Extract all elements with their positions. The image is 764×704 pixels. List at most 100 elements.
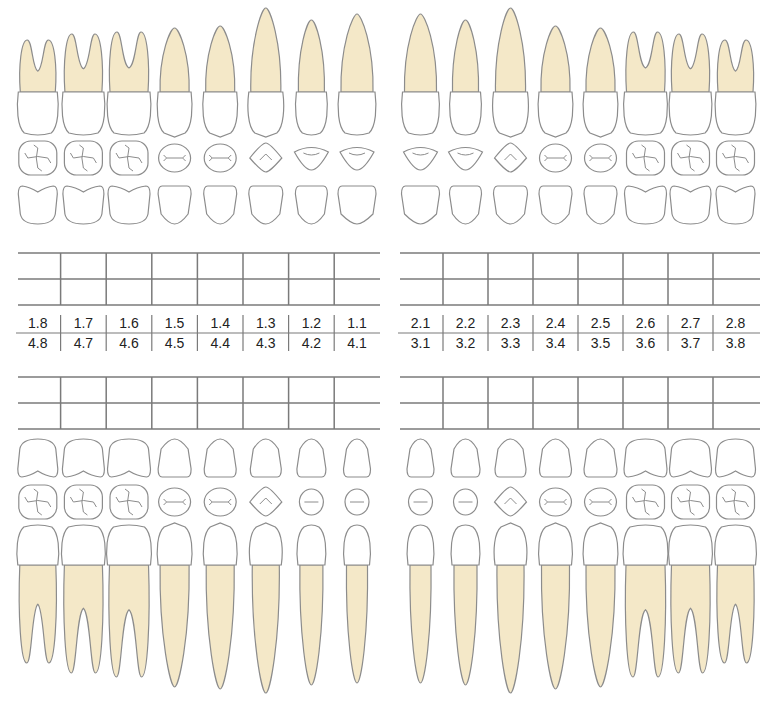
tooth-crown-view: [62, 439, 104, 477]
crown-outline: [584, 439, 617, 477]
edge-line: [350, 502, 364, 503]
crown-outline: [495, 439, 526, 477]
tooth-crown: [494, 523, 527, 565]
molar-outline: [19, 141, 57, 175]
tooth-crown: [297, 525, 326, 565]
tooth-crown-view: [158, 439, 191, 477]
tooth-occlusal-view: [204, 144, 236, 172]
tooth-root: [410, 565, 431, 683]
tooth-occlusal-view: [627, 141, 665, 175]
tooth-crown: [539, 523, 573, 565]
tooth-root: [109, 32, 148, 92]
tooth-root: [64, 34, 102, 92]
tooth-occlusal-view: [449, 148, 483, 171]
tooth-number: 4.7: [63, 335, 105, 352]
tooth-crown-view: [249, 186, 283, 224]
tooth-side-view: [203, 523, 237, 689]
tooth-side-view: [249, 523, 282, 693]
premolar-outline: [204, 144, 236, 172]
molar-outline: [64, 141, 102, 175]
tooth-crown-view: [250, 439, 281, 477]
tooth-root: [586, 28, 615, 92]
tooth-side-view: [583, 28, 618, 137]
tooth-crown-view: [716, 439, 756, 477]
tooth-number: 1.4: [199, 315, 241, 332]
tooth-crown-view: [402, 186, 440, 224]
grid-line: [105, 377, 107, 429]
incisor-outline: [449, 148, 483, 171]
tooth-root: [626, 32, 665, 92]
tooth-root: [717, 40, 753, 92]
tooth-root: [251, 8, 281, 92]
tooth-crown-view: [158, 186, 191, 224]
tooth-side-view: [338, 14, 376, 135]
crown-outline: [407, 439, 434, 477]
tooth-side-view: [623, 525, 668, 677]
tooth-root: [160, 28, 189, 92]
tooth-side-view: [344, 525, 371, 683]
crown-outline: [716, 439, 756, 477]
edge-line: [304, 502, 318, 503]
fissure: [164, 155, 186, 161]
tooth-side-view: [402, 14, 440, 135]
tooth-root: [109, 565, 149, 677]
tooth-crown: [338, 92, 376, 135]
tooth-side-view: [17, 525, 59, 663]
tooth-number: 3.5: [580, 335, 621, 352]
tooth-occlusal-view: [540, 144, 572, 172]
tooth-occlusal-view: [495, 487, 527, 516]
grid-line: [400, 402, 760, 404]
crown-outline: [716, 186, 755, 224]
fissure: [678, 489, 704, 515]
crown-outline: [204, 439, 236, 477]
tooth-occlusal-view: [495, 143, 527, 172]
tooth-side-view: [624, 32, 668, 135]
tooth-side-view: [715, 525, 757, 663]
tooth-crown-view: [670, 439, 712, 477]
molar-outline: [672, 141, 710, 175]
edge-line: [413, 153, 429, 155]
number-divider: [622, 315, 623, 351]
grid-line: [532, 377, 534, 429]
tooth-side-view: [61, 525, 105, 673]
tooth-crown: [493, 92, 529, 137]
premolar-outline: [159, 144, 191, 172]
edge-line: [459, 502, 473, 503]
fissure: [633, 489, 659, 515]
tooth-side-view: [715, 40, 756, 135]
tooth-crown: [623, 525, 668, 565]
tooth-number: 2.6: [625, 315, 666, 332]
tooth-root: [252, 565, 279, 693]
tooth-root: [671, 565, 710, 673]
molar-outline: [717, 485, 755, 519]
premolar-outline: [540, 488, 572, 516]
grid-line: [151, 377, 153, 429]
cusp-line: [260, 498, 272, 504]
crown-outline: [450, 186, 482, 224]
crown-outline: [250, 439, 281, 477]
incisor-outline: [409, 489, 433, 515]
tooth-occlusal-view: [540, 488, 572, 516]
number-divider: [712, 315, 713, 351]
grid-line: [400, 304, 760, 306]
tooth-crown: [62, 92, 105, 135]
tooth-side-view: [669, 525, 713, 673]
tooth-side-view: [669, 34, 712, 135]
tooth-crown: [249, 523, 282, 565]
crown-outline: [494, 186, 528, 224]
incisor-outline: [299, 489, 323, 515]
edge-line: [458, 153, 474, 155]
molar-outline: [110, 485, 148, 519]
grid-line: [712, 253, 714, 305]
fissure: [590, 155, 612, 161]
premolar-outline: [585, 144, 617, 172]
tooth-side-view: [17, 40, 58, 135]
fissure: [209, 499, 231, 505]
molar-outline: [110, 141, 148, 175]
grid-line: [400, 376, 760, 378]
tooth-crown: [669, 525, 713, 565]
tooth-number: 2.2: [445, 315, 486, 332]
grid-line: [18, 304, 380, 306]
tooth-number: 1.3: [245, 315, 287, 332]
